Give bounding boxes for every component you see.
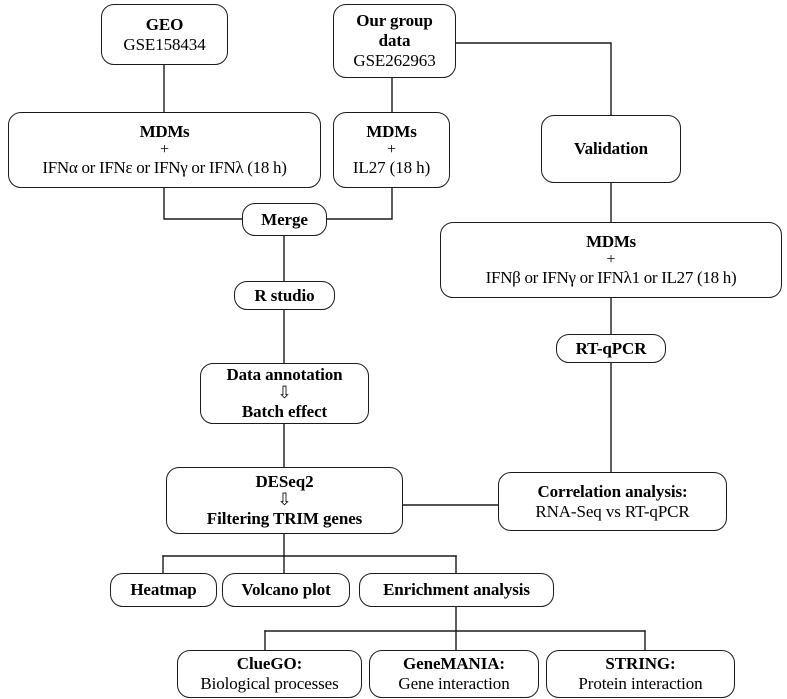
node-deseq2[interactable]: DESeq2 ⇩ Filtering TRIM genes: [166, 467, 403, 534]
node-cluego[interactable]: ClueGO: Biological processes: [177, 650, 362, 698]
down-arrow-icon: ⇩: [277, 383, 292, 403]
node-cluego-title: ClueGO:: [236, 654, 303, 674]
node-mdm-validation-title: MDMs: [586, 231, 636, 251]
node-genemania-detail: Gene interaction: [398, 674, 510, 693]
node-heatmap[interactable]: Heatmap: [110, 573, 217, 607]
node-mdm-validation[interactable]: MDMs + IFNβ or IFNγ or IFNλ1 or IL27 (18…: [440, 222, 782, 298]
node-mdm-right[interactable]: MDMs + IL27 (18 h): [333, 112, 450, 188]
node-mdm-left[interactable]: MDMs + IFNα or IFNε or IFNγ or IFNλ (18 …: [8, 112, 321, 188]
node-our-group-accession: GSE262963: [353, 50, 436, 70]
node-mdm-right-plus: +: [386, 140, 397, 158]
node-annotation-title: Data annotation: [226, 365, 343, 385]
node-deseq2-title: DESeq2: [255, 472, 314, 492]
node-mdm-left-treatment: IFNα or IFNε or IFNγ or IFNλ (18 h): [42, 158, 287, 178]
node-deseq2-step-2: Filtering TRIM genes: [206, 509, 363, 528]
node-our-group-title-2: data: [378, 31, 411, 51]
node-correlation-title: Correlation analysis:: [537, 481, 688, 501]
connector-mdm-right-to-merge: [326, 187, 393, 220]
node-mdm-validation-plus: +: [606, 250, 616, 268]
node-our-group-title: Our group: [356, 11, 433, 31]
node-mdm-validation-treatment: IFNβ or IFNγ or IFNλ1 or IL27 (18 h): [485, 268, 737, 288]
node-geo[interactable]: GEO GSE158434: [101, 4, 228, 65]
connector-mdm-left-to-merge: [163, 187, 243, 220]
node-string-title: STRING:: [605, 654, 676, 674]
node-geo-accession: GSE158434: [123, 34, 206, 54]
node-correlation-analysis[interactable]: Correlation analysis: RNA-Seq vs RT-qPCR: [498, 472, 727, 531]
node-string[interactable]: STRING: Protein interaction: [546, 650, 735, 698]
node-mdm-left-plus: +: [159, 140, 170, 158]
node-merge[interactable]: Merge: [242, 203, 327, 236]
down-arrow-icon: ⇩: [277, 490, 292, 510]
node-mdm-left-title: MDMs: [139, 121, 190, 141]
node-rtqpcr-title: RT-qPCR: [575, 338, 647, 358]
node-cluego-detail: Biological processes: [200, 674, 339, 693]
connector-ourgroup-to-validation: [455, 42, 612, 116]
node-rstudio-title: R studio: [254, 285, 315, 305]
node-rtqpcr[interactable]: RT-qPCR: [556, 334, 666, 363]
node-annotation-step-2: Batch effect: [241, 402, 328, 421]
node-heatmap-title: Heatmap: [130, 580, 197, 600]
node-volcano-plot[interactable]: Volcano plot: [222, 573, 350, 607]
node-volcano-title: Volcano plot: [241, 580, 331, 600]
node-data-annotation[interactable]: Data annotation ⇩ Batch effect: [200, 363, 369, 424]
node-genemania[interactable]: GeneMANIA: Gene interaction: [369, 650, 539, 698]
node-correlation-detail: RNA-Seq vs RT-qPCR: [535, 501, 690, 521]
node-enrichment-title: Enrichment analysis: [383, 580, 530, 600]
node-rstudio[interactable]: R studio: [234, 281, 335, 310]
node-validation[interactable]: Validation: [541, 115, 681, 183]
node-geo-title: GEO: [145, 14, 184, 34]
node-our-group-data[interactable]: Our group data GSE262963: [333, 4, 456, 78]
node-mdm-right-title: MDMs: [366, 121, 417, 141]
node-mdm-right-treatment: IL27 (18 h): [352, 158, 431, 178]
node-merge-title: Merge: [261, 209, 308, 229]
node-string-detail: Protein interaction: [578, 674, 703, 693]
node-validation-title: Validation: [574, 139, 648, 159]
node-enrichment-analysis[interactable]: Enrichment analysis: [359, 573, 554, 607]
node-genemania-title: GeneMANIA:: [403, 654, 505, 674]
